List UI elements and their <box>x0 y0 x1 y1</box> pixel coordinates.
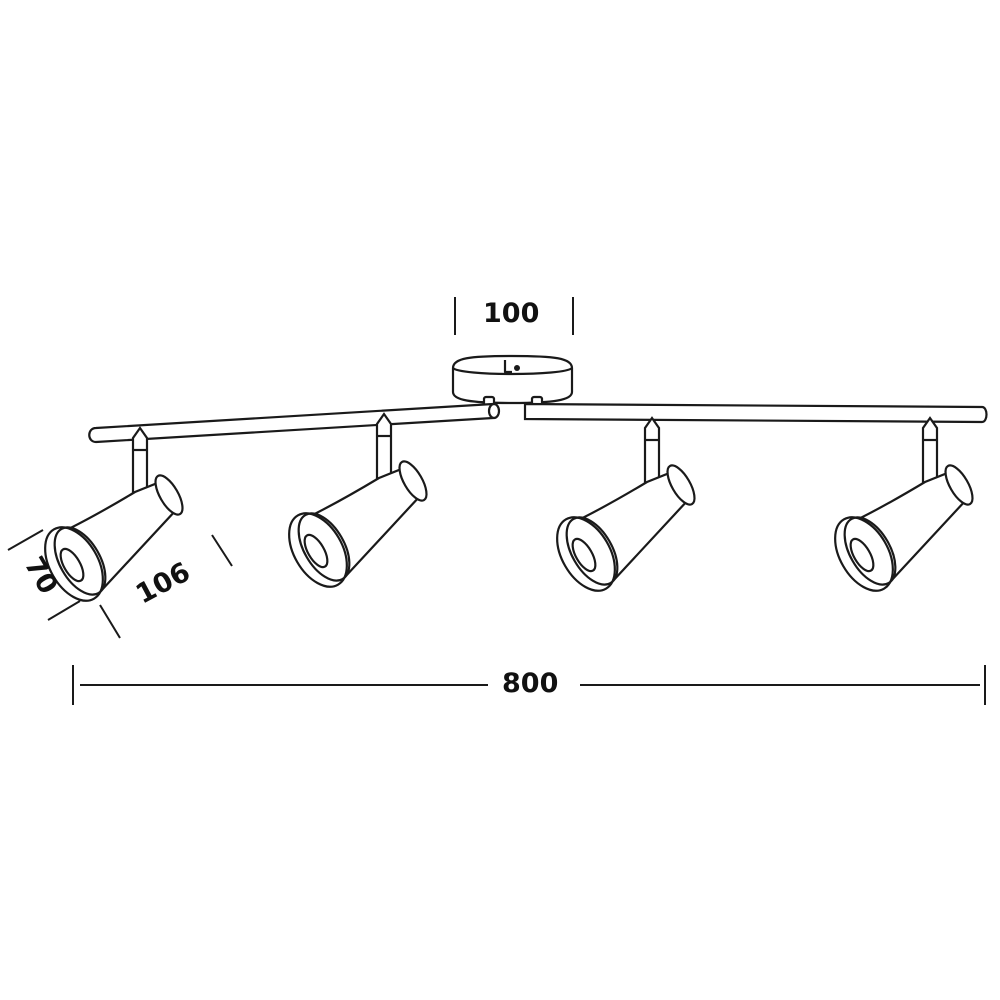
spotlight-3 <box>544 416 701 602</box>
dimension-lines <box>7 297 986 705</box>
spotlight-2 <box>276 412 433 598</box>
right-arm <box>523 402 988 424</box>
dim-total-length: 800 <box>502 668 559 699</box>
spotlight-4 <box>822 416 979 602</box>
dim-canopy-width: 100 <box>483 298 540 329</box>
left-arm <box>88 402 500 444</box>
ceiling-canopy <box>451 354 574 411</box>
